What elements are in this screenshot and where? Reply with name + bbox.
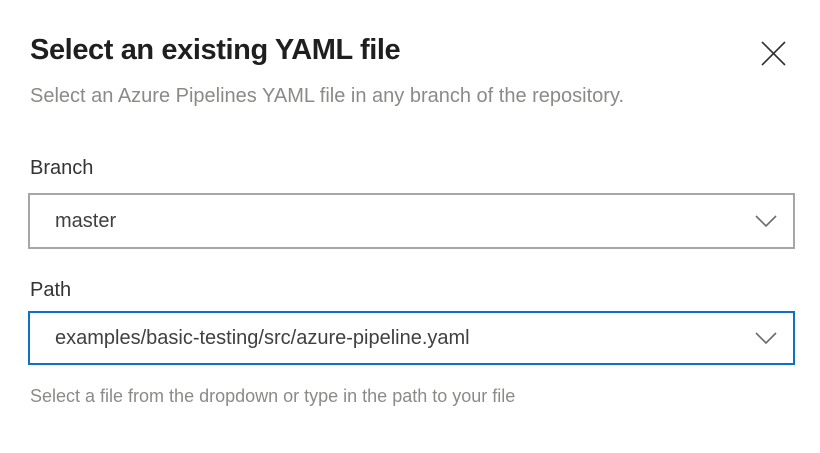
branch-label: Branch [30, 157, 94, 179]
select-yaml-dialog: Select an existing YAML file Select an A… [0, 30, 820, 453]
path-label: Path [30, 279, 72, 301]
chevron-down-icon [755, 332, 777, 344]
path-helper-text: Select a file from the dropdown or type … [30, 386, 516, 406]
chevron-down-icon [755, 215, 777, 227]
dialog-subtitle: Select an Azure Pipelines YAML file in a… [30, 85, 625, 107]
path-dropdown[interactable]: examples/basic-testing/src/azure-pipelin… [28, 311, 795, 365]
close-icon [761, 41, 786, 66]
dialog-title: Select an existing YAML file [30, 34, 401, 66]
close-button[interactable] [756, 36, 791, 71]
branch-value: master [55, 209, 117, 232]
path-value: examples/basic-testing/src/azure-pipelin… [55, 326, 470, 349]
branch-dropdown[interactable]: master [28, 193, 795, 249]
dialog-header: Select an existing YAML file [30, 30, 795, 71]
